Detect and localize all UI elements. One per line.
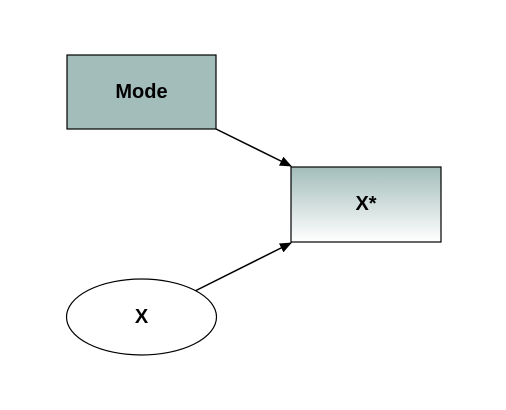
node-x-ellipse bbox=[65, 278, 218, 356]
node-mode-box bbox=[66, 54, 217, 130]
node-x-star: X* bbox=[290, 166, 442, 243]
node-x-star-label: X* bbox=[355, 193, 376, 215]
node-x-label: X bbox=[135, 306, 149, 328]
node-x: X bbox=[65, 278, 218, 356]
edge-mode-to-xstar bbox=[215, 128, 292, 167]
node-mode-label: Mode bbox=[115, 81, 167, 103]
node-mode: Mode bbox=[66, 54, 217, 130]
node-x-star-box bbox=[290, 166, 442, 243]
edge-x-to-xstar bbox=[194, 242, 292, 292]
